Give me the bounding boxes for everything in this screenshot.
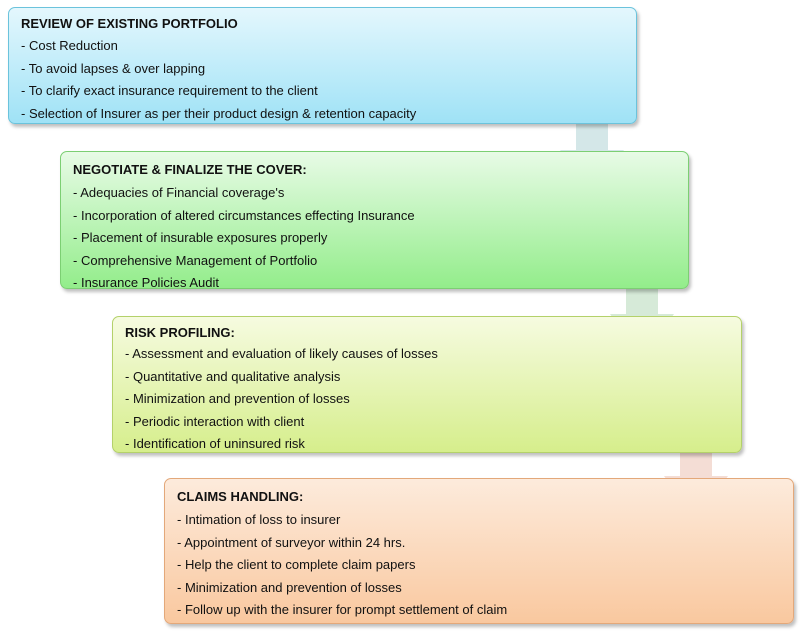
list-item: Insurance Policies Audit (73, 272, 676, 295)
list-item: Appointment of surveyor within 24 hrs. (177, 532, 781, 555)
list-item: Cost Reduction (21, 35, 624, 58)
list-item: Selection of Insurer as per their produc… (21, 103, 624, 126)
list-item: Follow up with the insurer for prompt se… (177, 599, 781, 622)
list-item: Quantitative and qualitative analysis (125, 366, 729, 389)
list-item: Intimation of loss to insurer (177, 509, 781, 532)
list-item: Identification of uninsured risk (125, 433, 729, 456)
step-items: Cost Reduction To avoid lapses & over la… (21, 35, 624, 125)
list-item: Minimization and prevention of losses (177, 577, 781, 600)
step-risk-profiling: RISK PROFILING: Assessment and evaluatio… (112, 316, 742, 453)
list-item: Incorporation of altered circumstances e… (73, 205, 676, 228)
step-title: REVIEW OF EXISTING PORTFOLIO (21, 16, 238, 31)
step-title: RISK PROFILING: (125, 325, 235, 340)
step-items: Adequacies of Financial coverage's Incor… (73, 182, 676, 295)
step-title: NEGOTIATE & FINALIZE THE COVER: (73, 162, 307, 177)
list-item: To clarify exact insurance requirement t… (21, 80, 624, 103)
list-item: Assessment and evaluation of likely caus… (125, 343, 729, 366)
list-item: Adequacies of Financial coverage's (73, 182, 676, 205)
step-claims-handling: CLAIMS HANDLING: Intimation of loss to i… (164, 478, 794, 624)
list-item: Placement of insurable exposures properl… (73, 227, 676, 250)
step-negotiate-cover: NEGOTIATE & FINALIZE THE COVER: Adequaci… (60, 151, 689, 290)
step-title: CLAIMS HANDLING: (177, 489, 304, 504)
step-items: Assessment and evaluation of likely caus… (125, 343, 729, 456)
list-item: Minimization and prevention of losses (125, 388, 729, 411)
step-items: Intimation of loss to insurer Appointmen… (177, 509, 781, 622)
list-item: Help the client to complete claim papers (177, 554, 781, 577)
list-item: Periodic interaction with client (125, 411, 729, 434)
list-item: Comprehensive Management of Portfolio (73, 250, 676, 273)
step-review-portfolio: REVIEW OF EXISTING PORTFOLIO Cost Reduct… (8, 7, 637, 124)
list-item: To avoid lapses & over lapping (21, 58, 624, 81)
